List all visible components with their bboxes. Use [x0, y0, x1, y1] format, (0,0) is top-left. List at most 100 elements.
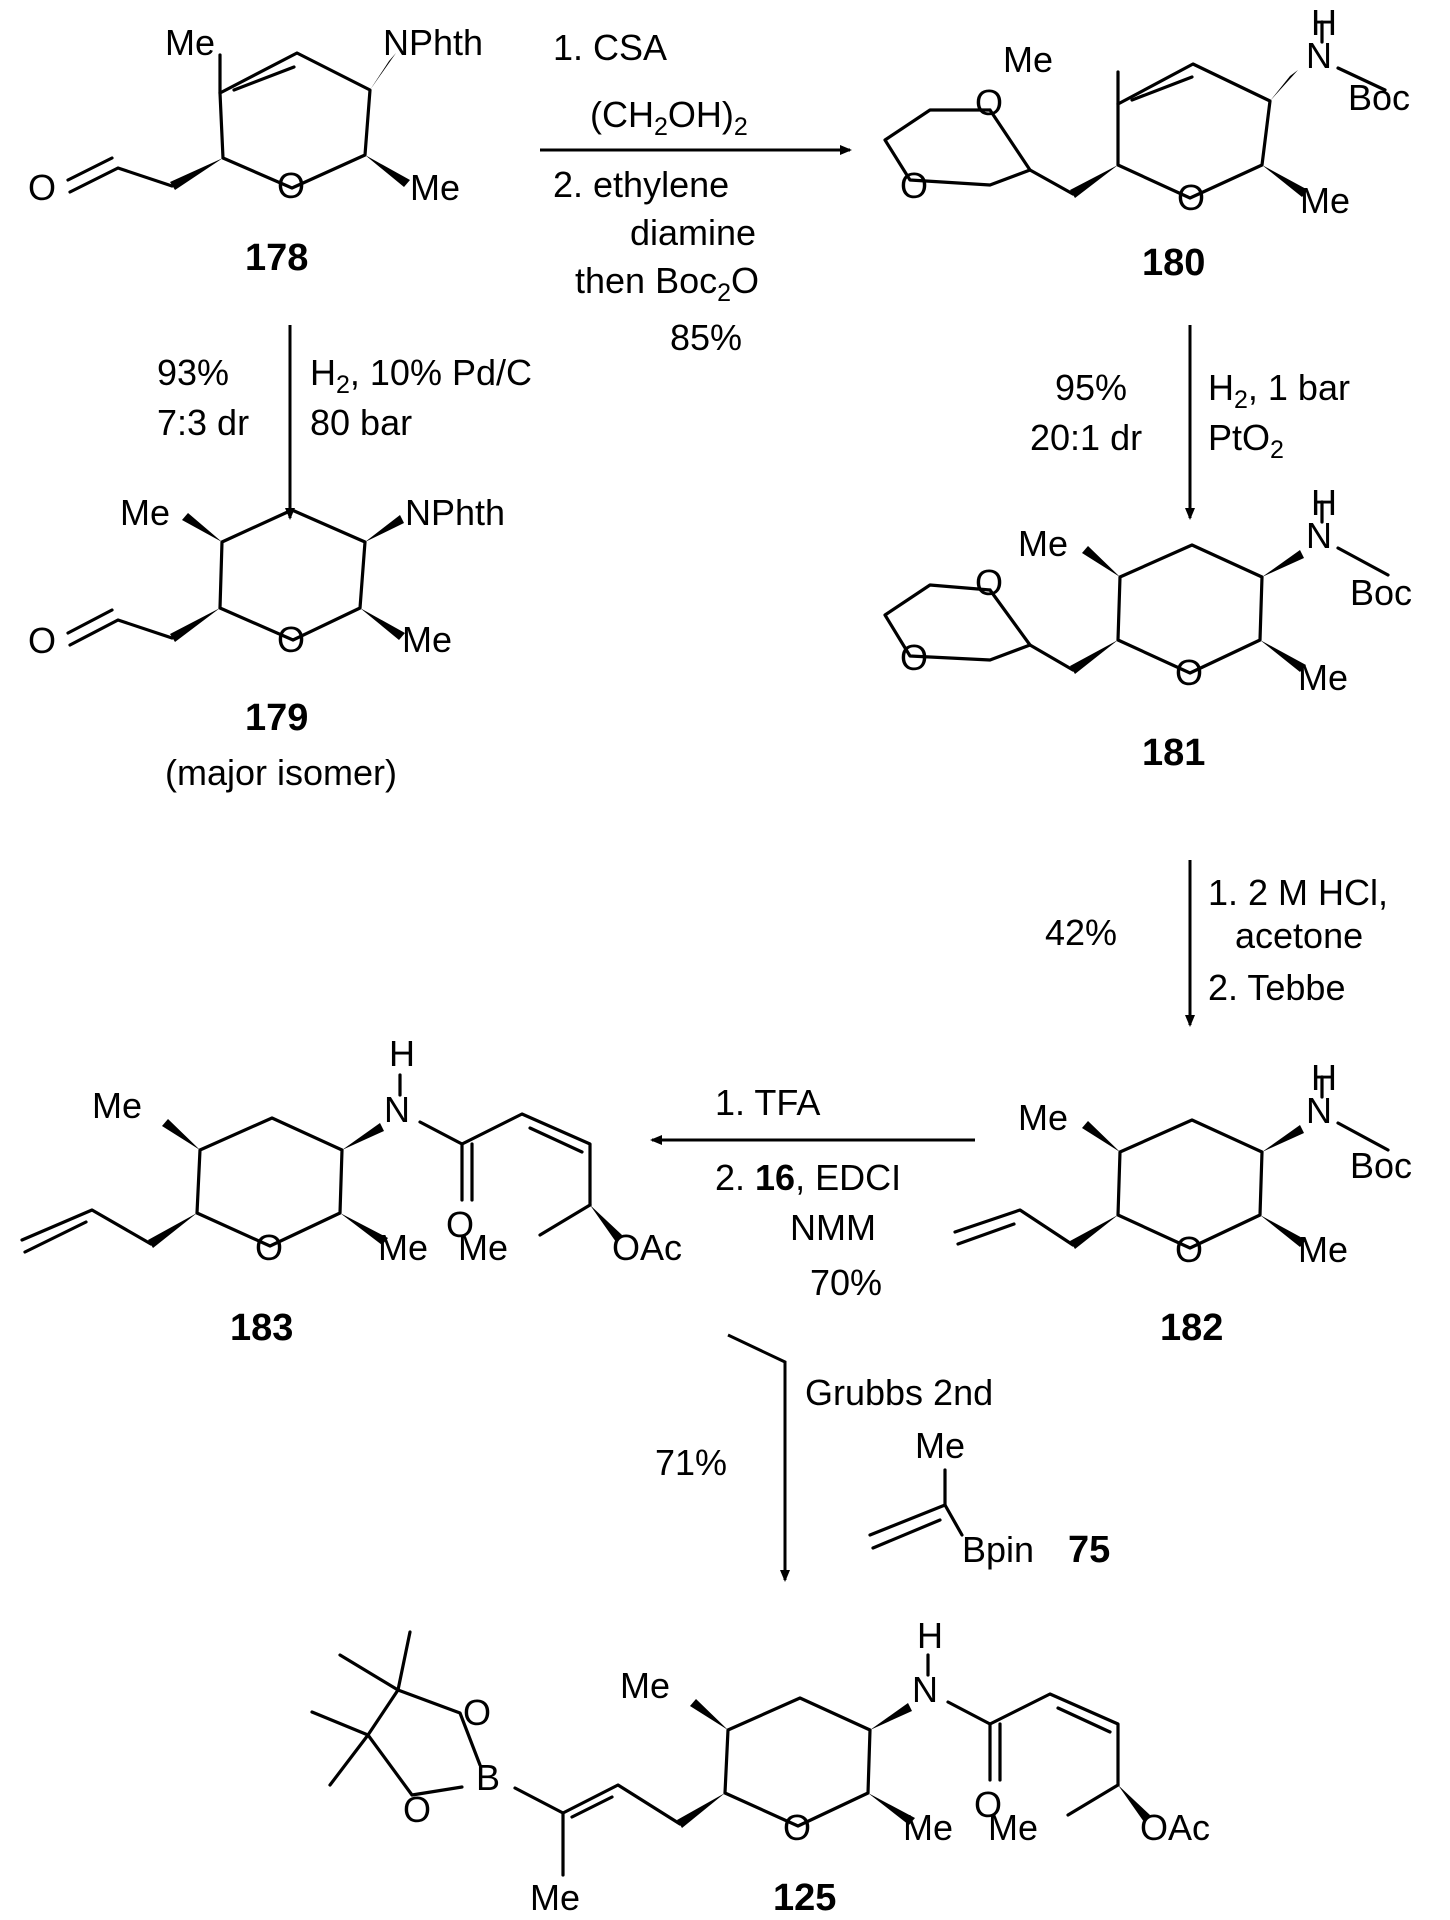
nh-hydrogen: H: [917, 1615, 943, 1656]
nh-nitrogen: N: [1306, 515, 1332, 556]
wedge-bond: [162, 1119, 200, 1150]
dr-label: 20:1 dr: [1030, 417, 1142, 458]
wedge-bond: [365, 515, 404, 542]
ring-oxygen: O: [277, 165, 305, 206]
nh-hydrogen: H: [1311, 2, 1337, 43]
amide-oxygen: O: [974, 1784, 1002, 1825]
wedge-bond: [1260, 1215, 1306, 1247]
nh-nitrogen: N: [1306, 1090, 1332, 1131]
wedge-bond: [148, 1213, 197, 1248]
condition-line: diamine: [630, 212, 756, 253]
condition-line: PtO2: [1208, 417, 1284, 464]
boronate-oxygen: O: [403, 1789, 431, 1830]
condition-line: H2, 1 bar: [1208, 367, 1350, 414]
wedge-bond: [1082, 546, 1120, 577]
condition-line: NMM: [790, 1207, 876, 1248]
wedge-bond: [1262, 165, 1308, 197]
dioxolane-oxygen: O: [900, 637, 928, 678]
compound-179: Me NPhth O O Me 179 (major isomer): [28, 492, 505, 793]
methyl-label: Me: [120, 492, 170, 533]
compound-181: Me H N Boc O O O Me 181: [883, 482, 1412, 774]
nh-nitrogen: N: [1306, 35, 1332, 76]
wedge-bond: [1070, 165, 1118, 198]
ring-oxygen: O: [783, 1807, 811, 1848]
methyl-label: Me: [458, 1227, 508, 1268]
methyl-label: Me: [1018, 1097, 1068, 1138]
condition-line: H2, 10% Pd/C: [310, 352, 532, 399]
methyl-label: Me: [410, 167, 460, 208]
wedge-bond: [342, 1123, 384, 1150]
wedge-bond: [1270, 70, 1298, 101]
wedge-bond: [1070, 640, 1118, 674]
aldehyde-oxygen: O: [28, 167, 56, 208]
boc-label: Boc: [1350, 572, 1412, 613]
compound-number: 178: [245, 237, 308, 279]
boc-label: Boc: [1348, 77, 1410, 118]
methyl-label: Me: [1003, 39, 1053, 80]
methyl-label: Me: [1298, 1229, 1348, 1270]
wedge-bond: [1118, 1785, 1150, 1822]
acetate-label: OAc: [612, 1227, 682, 1268]
nh-hydrogen: H: [1311, 1057, 1337, 1098]
compound-number: 179: [245, 697, 308, 739]
reaction-178-to-180: 1. CSA (CH2OH)2 2. ethylene diamine then…: [540, 27, 852, 358]
nh-nitrogen: N: [384, 1089, 410, 1130]
methyl-label: Me: [903, 1807, 953, 1848]
wedge-bond: [868, 1793, 915, 1825]
reaction-182-to-183: 1. TFA 2. 16, EDCI NMM 70%: [650, 1082, 975, 1303]
compound-number: 125: [773, 1877, 836, 1919]
nh-hydrogen: H: [389, 1033, 415, 1074]
wedge-bond: [1082, 1121, 1120, 1152]
methyl-label: Me: [530, 1877, 580, 1918]
ring-oxygen: O: [1175, 652, 1203, 693]
methyl-label: Me: [1018, 523, 1068, 564]
condition-line: 2. 16, EDCI: [715, 1157, 901, 1198]
compound-number: 75: [1068, 1529, 1110, 1571]
wedge-bond: [1070, 1215, 1118, 1249]
compound-number: 182: [1160, 1307, 1223, 1349]
dioxolane-oxygen: O: [900, 165, 928, 206]
compound-178: Me NPhth O O Me 178: [28, 22, 483, 279]
compound-183: Me H N O O Me Me OAc 183: [20, 1033, 682, 1349]
condition-line: acetone: [1235, 915, 1363, 956]
nh-hydrogen: H: [1311, 482, 1337, 523]
yield-label: 70%: [810, 1262, 882, 1303]
reaction-arrow: [727, 1333, 790, 1582]
boronate-oxygen: O: [463, 1692, 491, 1733]
boron-label: B: [476, 1757, 500, 1798]
wedge-bond: [870, 1703, 912, 1730]
yield-label: 85%: [670, 317, 742, 358]
wedge-bond: [370, 53, 396, 90]
compound-180: Me H N Boc O O O Me 180: [883, 2, 1410, 284]
methyl-label: Me: [1298, 657, 1348, 698]
bpin-label: Bpin: [962, 1529, 1034, 1570]
reaction-181-to-182: 42% 1. 2 M HCl, acetone 2. Tebbe: [1045, 860, 1388, 1027]
condition-line: (CH2OH)2: [590, 94, 748, 141]
wedge-bond: [590, 1205, 622, 1242]
wedge-bond: [340, 1213, 388, 1245]
ring-oxygen: O: [1175, 1229, 1203, 1270]
condition-line: 1. 2 M HCl,: [1208, 872, 1388, 913]
compound-125: Me H N O O Me Me OAc O O B Me 125: [310, 1615, 1210, 1919]
methyl-label: Me: [1300, 180, 1350, 221]
wedge-bond: [677, 1793, 725, 1828]
wedge-bond: [182, 513, 222, 542]
wedge-bond: [170, 608, 220, 642]
condition-line: 1. CSA: [553, 27, 667, 68]
condition-line: 2. ethylene: [553, 164, 729, 205]
nh-nitrogen: N: [912, 1669, 938, 1710]
methyl-label: Me: [620, 1665, 670, 1706]
compound-number: 180: [1142, 242, 1205, 284]
reaction-183-to-125: 71% Grubbs 2nd Me Bpin 75: [655, 1333, 1110, 1582]
reaction-178-to-179: 93% 7:3 dr H2, 10% Pd/C 80 bar: [157, 325, 532, 520]
methyl-label: Me: [378, 1227, 428, 1268]
condition-line: 80 bar: [310, 402, 412, 443]
boc-label: Boc: [1350, 1145, 1412, 1186]
yield-label: 71%: [655, 1442, 727, 1483]
wedge-bond: [365, 155, 410, 187]
condition-line: 1. TFA: [715, 1082, 820, 1123]
yield-label: 93%: [157, 352, 229, 393]
wedge-bond: [690, 1699, 728, 1730]
ring-oxygen: O: [255, 1227, 283, 1268]
